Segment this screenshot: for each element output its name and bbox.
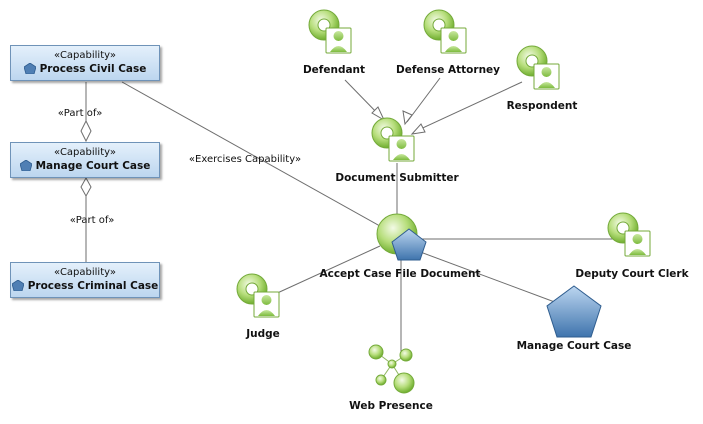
respondent-generalization-line[interactable] [413, 81, 523, 133]
exercises-capability-label: «Exercises Capability» [188, 154, 302, 165]
capability-name: Process Civil Case [39, 63, 147, 75]
capability-pentagon-icon [23, 62, 37, 75]
web-presence-icon[interactable] [368, 344, 415, 394]
generalization-arrowhead-defendant [371, 106, 386, 122]
defense-attorney-label: Defense Attorney [395, 64, 501, 76]
aggregation-diamond-lower [80, 176, 92, 198]
judge-label: Judge [246, 328, 280, 340]
capability-process-civil-case[interactable]: «Capability» Process Civil Case [10, 45, 160, 81]
defendant-label: Defendant [302, 64, 366, 76]
manage-court-case-capability-icon[interactable] [546, 285, 602, 338]
respondent-role-icon[interactable] [516, 45, 560, 90]
connectors [85, 77, 615, 356]
document-submitter-role-icon[interactable] [371, 117, 415, 162]
capability-pentagon-icon [19, 159, 33, 172]
document-submitter-label: Document Submitter [335, 172, 459, 184]
center-to-manage-court-case-line[interactable] [414, 249, 561, 305]
judge-role-icon[interactable] [236, 273, 280, 318]
defense-attorney-generalization-line[interactable] [406, 77, 441, 123]
defendant-role-icon[interactable] [308, 9, 352, 54]
deputy-court-clerk-role-icon[interactable] [607, 212, 651, 257]
capability-stereotype: «Capability» [54, 267, 116, 278]
generalization-arrowhead-defense-attorney [402, 110, 413, 126]
capability-manage-court-case[interactable]: «Capability» Manage Court Case [10, 142, 160, 178]
exercises-capability-line[interactable] [121, 81, 397, 236]
capability-stereotype: «Capability» [54, 50, 116, 61]
web-presence-label: Web Presence [349, 400, 433, 412]
respondent-label: Respondent [506, 100, 578, 112]
center-to-judge-line[interactable] [272, 245, 381, 296]
defense-attorney-role-icon[interactable] [423, 9, 467, 54]
capability-name: Manage Court Case [35, 160, 151, 172]
capability-process-criminal-case[interactable]: «Capability» Process Criminal Case [10, 262, 160, 298]
aggregation-diamond-upper [80, 119, 92, 143]
part-of-label-lower: «Part of» [69, 215, 115, 226]
capability-pentagon-icon [11, 279, 25, 292]
capability-stereotype: «Capability» [54, 147, 116, 158]
generalization-arrowhead-respondent [410, 123, 426, 135]
manage-court-case-label: Manage Court Case [516, 340, 632, 352]
accept-case-file-document-icon[interactable] [376, 213, 427, 261]
part-of-label-upper: «Part of» [57, 108, 103, 119]
capability-name: Process Criminal Case [27, 280, 159, 292]
accept-case-file-document-label: Accept Case File Document [319, 268, 481, 280]
deputy-court-clerk-label: Deputy Court Clerk [575, 268, 689, 280]
